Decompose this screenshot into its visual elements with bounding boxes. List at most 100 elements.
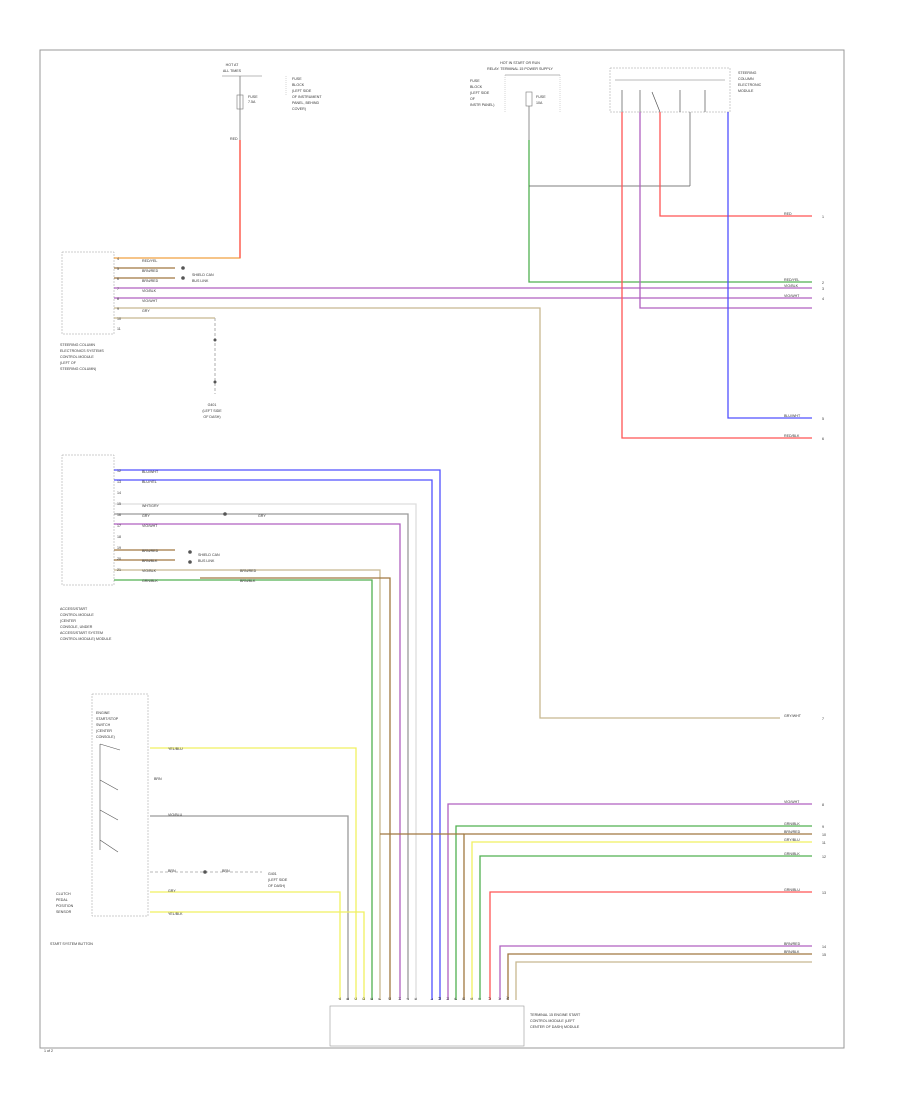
right-ref-number: 14	[822, 945, 826, 949]
right-wire-label: BRN/RED	[784, 942, 801, 946]
wire-red-r1	[489, 891, 812, 1000]
svg-text:POSITION: POSITION	[56, 904, 74, 908]
pin-number: 20	[117, 557, 121, 561]
svg-text:BRN/BLK: BRN/BLK	[240, 579, 256, 583]
right-wire-label: GRN/BLK	[784, 852, 800, 856]
svg-text:PANEL, BEHIND: PANEL, BEHIND	[292, 101, 319, 105]
pin-number: 11	[117, 327, 121, 331]
right-wire-label: VIO/BLK	[784, 284, 799, 288]
svg-text:(LEFT SIDE: (LEFT SIDE	[202, 409, 222, 413]
wire-tan-long	[114, 307, 780, 719]
wire-yellow-sw2	[150, 891, 341, 1000]
svg-text:G401: G401	[208, 403, 217, 407]
wire-green-a	[114, 579, 373, 1000]
svg-text:RED: RED	[230, 137, 238, 141]
svg-text:10A: 10A	[536, 101, 543, 105]
right-ref-number: 10	[822, 833, 826, 837]
wire-violet-r1	[447, 803, 812, 1000]
start-system-button: ENGINE START/STOP SWITCH (CENTER CONSOLE…	[50, 693, 149, 946]
bottom-connector-module: TERMINAL 15 ENGINE START CONTROL MODULE …	[329, 1005, 581, 1047]
svg-text:CLUTCH: CLUTCH	[56, 892, 71, 896]
pin-number: 21	[117, 568, 121, 572]
svg-text:ACCESS/START SYSTEM: ACCESS/START SYSTEM	[60, 631, 103, 635]
fuse-tl-title-2: ALL TIMES	[223, 69, 242, 73]
pin-number: B	[346, 997, 350, 1000]
pin-number: L	[430, 998, 434, 1000]
right-ref-number: 6	[822, 437, 824, 441]
svg-text:(LEFT OF: (LEFT OF	[60, 361, 77, 365]
right-ref-number: 3	[822, 287, 824, 291]
svg-text:(CENTER: (CENTER	[60, 619, 76, 623]
svg-text:CONTROL MODULE: CONTROL MODULE	[60, 355, 94, 359]
splice-dot	[188, 550, 192, 554]
right-wire-label: VIO/WHT	[784, 800, 800, 804]
wire-yellow-sw3	[150, 911, 365, 1000]
svg-text:BRN: BRN	[222, 869, 230, 873]
svg-text:BRN/RED: BRN/RED	[142, 279, 159, 283]
svg-text:PEDAL: PEDAL	[56, 898, 68, 902]
right-ref-number: 13	[822, 891, 826, 895]
right-wire-label: GRN/BLU	[784, 888, 800, 892]
svg-text:INSTR PANEL): INSTR PANEL)	[470, 103, 495, 107]
splice-dot	[223, 512, 227, 516]
pin-number: T	[478, 997, 482, 1000]
svg-text:BUS LINK: BUS LINK	[192, 279, 209, 283]
svg-text:OF: OF	[470, 97, 476, 101]
svg-text:SHIELD CAN: SHIELD CAN	[192, 273, 214, 277]
svg-text:VIO/WHT: VIO/WHT	[142, 299, 158, 303]
pin-number: P	[454, 997, 458, 1000]
svg-text:CONSOLE, UNDER: CONSOLE, UNDER	[60, 625, 93, 629]
wire-red-right	[659, 112, 812, 217]
svg-text:BRN/RED: BRN/RED	[240, 569, 257, 573]
wire-brown-r2	[507, 953, 812, 1000]
svg-text:BRN/RED: BRN/RED	[142, 549, 159, 553]
right-wire-label: GRN/BLK	[784, 822, 800, 826]
right-ref-number: 2	[822, 281, 824, 285]
right-ref-number: 4	[822, 297, 824, 301]
wire-white-a	[114, 503, 417, 1000]
wire-violet-right	[639, 112, 812, 309]
pin-number: D	[362, 997, 366, 1000]
pin-number: 7	[117, 287, 119, 291]
svg-text:(LEFT SIDE: (LEFT SIDE	[470, 91, 490, 95]
wire-orange-steering	[114, 140, 241, 259]
pin-number: R	[462, 997, 466, 1000]
svg-text:SHIELD CAN: SHIELD CAN	[198, 553, 220, 557]
svg-text:CONTROL MODULE: CONTROL MODULE	[60, 613, 94, 617]
page-number: 1 of 2	[44, 1049, 53, 1053]
svg-text:CENTER OF DASH) MODULE: CENTER OF DASH) MODULE	[530, 1025, 580, 1029]
pin-number: S	[470, 997, 474, 1000]
ground-low: G401 (LEFT SIDE OF DASH)	[150, 870, 288, 888]
svg-text:CONTROL MODULE (LEFT: CONTROL MODULE (LEFT	[530, 1019, 576, 1023]
fuse-symbol	[236, 94, 244, 110]
svg-text:MODULE: MODULE	[738, 89, 754, 93]
svg-text:OF INSTRUMENT: OF INSTRUMENT	[292, 95, 322, 99]
svg-text:GRY: GRY	[258, 514, 266, 518]
svg-text:TERMINAL 15 ENGINE START: TERMINAL 15 ENGINE START	[530, 1013, 581, 1017]
wire-brown-a3	[200, 577, 391, 1000]
svg-text:OF DASH): OF DASH)	[268, 884, 285, 888]
ground-mid: G401 (LEFT SIDE OF DASH)	[202, 318, 222, 419]
svg-text:G401: G401	[268, 872, 277, 876]
svg-text:VIO/BLK: VIO/BLK	[142, 289, 157, 293]
right-ref-number: 15	[822, 953, 826, 957]
wire-gray-a	[114, 513, 409, 1000]
wire-red-down	[621, 112, 812, 439]
right-labels: RED1RED/YEL2VIO/BLK3VIO/WHT4BLU/WHT5RED/…	[784, 212, 826, 957]
svg-text:(CENTER: (CENTER	[96, 729, 112, 733]
pin-number: 5	[117, 267, 119, 271]
svg-text:RED/YEL: RED/YEL	[142, 259, 157, 263]
wire-green-r1	[455, 825, 812, 1000]
wire-gray-sw	[150, 815, 349, 1000]
svg-text:RELAY: TERMINAL 15 POWER SUPPL: RELAY: TERMINAL 15 POWER SUPPLY	[487, 67, 553, 71]
pin-number: W	[506, 996, 510, 1000]
svg-text:ACCESS/START: ACCESS/START	[60, 607, 88, 611]
svg-text:HOT IN START OR RUN: HOT IN START OR RUN	[500, 61, 540, 65]
pin-number: U	[488, 997, 492, 1000]
svg-text:OF DASH): OF DASH)	[203, 415, 220, 419]
svg-text:VIO/WHT: VIO/WHT	[142, 524, 158, 528]
pin-number: 9	[117, 307, 119, 311]
pin-number: 18	[117, 535, 121, 539]
